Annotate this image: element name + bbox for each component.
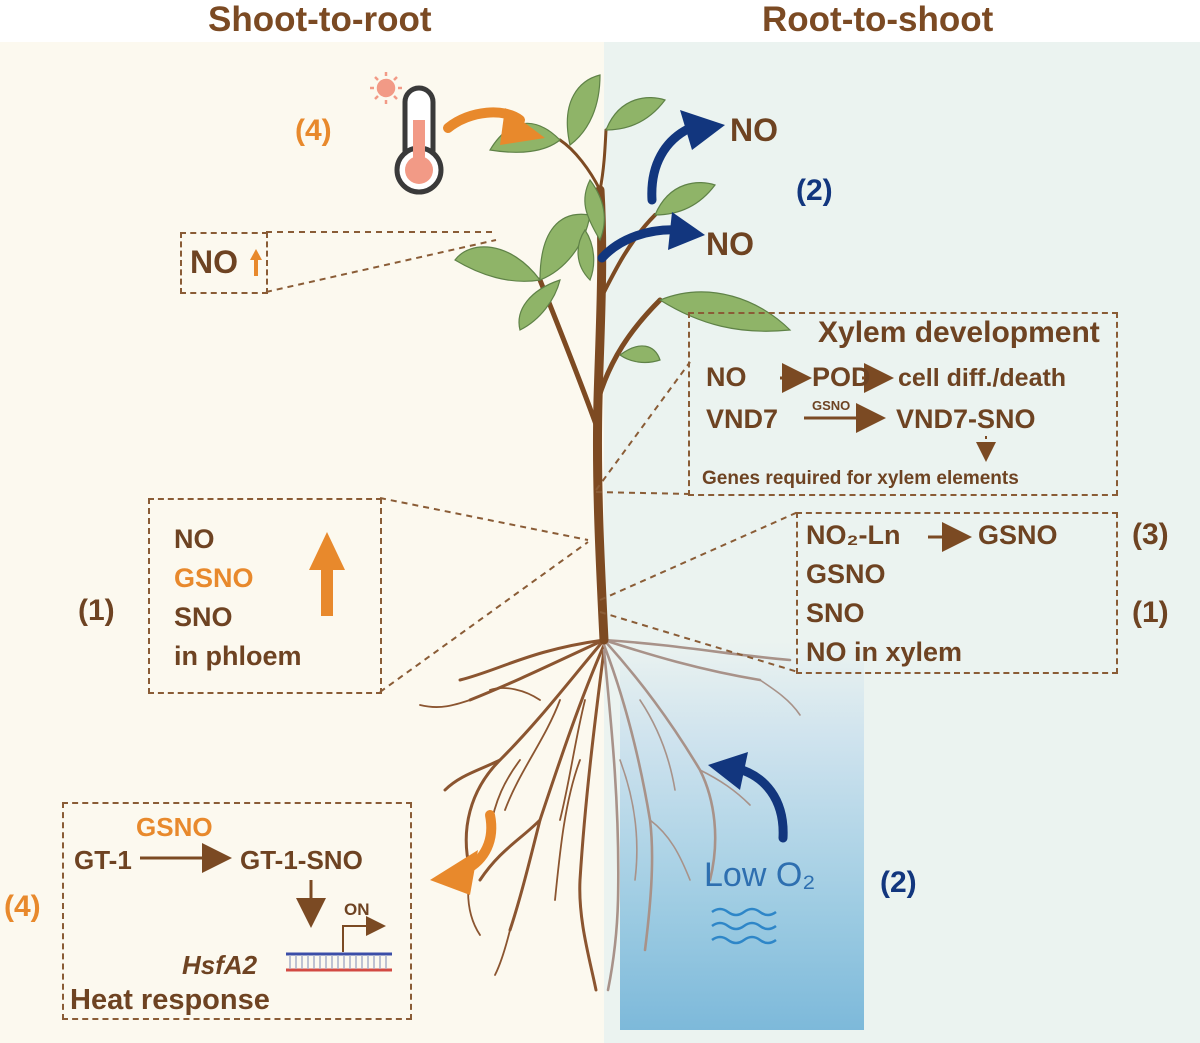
thermometer-icon: [394, 85, 444, 195]
xylem-sno: SNO: [806, 598, 865, 628]
xylem-vnd7: VND7: [706, 404, 779, 434]
xylem-pod: POD: [812, 362, 871, 392]
heat-gt1-sno: GT-1-SNO: [240, 845, 363, 875]
label-3: (3): [1132, 518, 1169, 551]
root-system: [419, 638, 801, 992]
label-4-top: (4): [295, 114, 332, 147]
label-2-top: (2): [796, 174, 833, 207]
heat-response-text: Heat response: [70, 984, 270, 1016]
no-arrow-lower: [597, 212, 705, 263]
xylem-no-in-xylem: NO in xylem: [806, 637, 963, 667]
heat-gt1: GT-1: [74, 845, 132, 875]
phloem-box: [148, 498, 382, 694]
heat-arrow-bottom: [430, 810, 497, 895]
leaf-no-text: NO: [190, 244, 238, 280]
no-arrow-upper: [647, 110, 725, 205]
leaf-no-box: [180, 232, 268, 294]
label-4-bottom: (4): [4, 890, 41, 923]
label-1-xylem: (1): [1132, 596, 1169, 629]
label-1-phloem: (1): [78, 594, 115, 627]
xylem-development-box: [688, 312, 1118, 496]
phloem-in-phloem: in phloem: [174, 641, 302, 671]
heat-hsfa2: HsfA2: [182, 950, 258, 980]
heat-response-box: [62, 802, 412, 1020]
phloem-up-arrow: [309, 532, 345, 616]
xylem-arrows: [140, 363, 996, 952]
xylem-gsno-target: GSNO: [978, 520, 1058, 550]
no-label-lower: NO: [706, 226, 754, 262]
xylem-gsno: GSNO: [806, 559, 886, 589]
xylem-genes: Genes required for xylem elements: [702, 468, 1019, 489]
phloem-sno: SNO: [174, 602, 233, 632]
phloem-gsno: GSNO: [174, 563, 254, 593]
xylem-no: NO: [706, 362, 747, 392]
root-to-shoot-header: Root-to-shoot: [762, 0, 994, 39]
low-o2-arrow: [708, 752, 788, 843]
connector-lines: [265, 231, 799, 693]
no-label-upper: NO: [730, 112, 778, 148]
xylem-no2ln: NO₂-Ln: [806, 520, 901, 550]
label-2-bottom: (2): [880, 866, 917, 899]
heat-arrow-top: [443, 107, 545, 145]
sun-icon: [370, 72, 402, 104]
xylem-sap-box: [796, 512, 1118, 674]
shoot-to-root-panel: [0, 42, 604, 1043]
phloem-no: NO: [174, 524, 215, 554]
xylem-development-title: Xylem development: [818, 316, 1100, 349]
xylem-gsno-small: GSNO: [812, 398, 851, 413]
heat-on: ON: [344, 900, 370, 919]
no-up-arrow: [250, 249, 262, 276]
water-waves-icon: [711, 907, 777, 945]
xylem-cell-diff: cell diff./death: [898, 364, 1067, 392]
low-o2-label: Low O₂: [704, 856, 816, 894]
dna-icon: [286, 952, 392, 972]
low-oxygen-water-zone: [620, 642, 864, 1030]
plant-leaves: [454, 74, 792, 364]
xylem-vnd7-sno: VND7-SNO: [896, 404, 1036, 434]
heat-gsno: GSNO: [136, 812, 213, 842]
shoot-to-root-header: Shoot-to-root: [208, 0, 432, 39]
